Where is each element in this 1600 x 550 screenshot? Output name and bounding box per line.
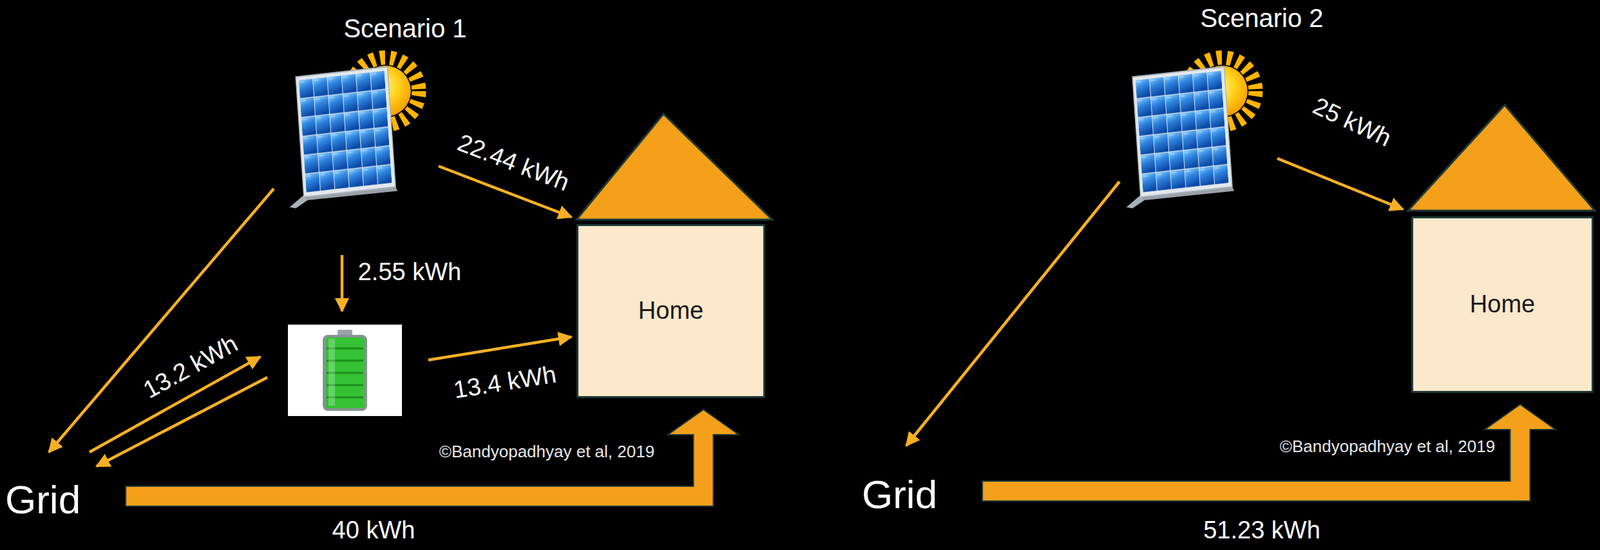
flow-arrow: [48, 188, 274, 453]
roof: [576, 114, 773, 220]
solar-panel: [289, 57, 420, 209]
flow-value: 13.4 kWh: [451, 360, 558, 405]
home-box: Home: [576, 224, 766, 399]
grid-supply-arrow: [125, 409, 739, 507]
battery-shine: [328, 338, 335, 406]
grid-node: Grid: [5, 476, 81, 523]
node-text: Grid: [861, 471, 938, 518]
energy-flow-arrows: [48, 166, 572, 467]
flow-value: 40 kWh: [332, 516, 416, 545]
scenario-heading: Scenario 1: [343, 13, 467, 44]
flow-value: 51.23 kWh: [1203, 516, 1321, 545]
roof: [1408, 104, 1595, 211]
flow-value: 22.44 kWh: [453, 128, 573, 198]
flow-value: 13.2 kWh: [138, 329, 243, 405]
energy-flow-arrows: [906, 158, 1403, 446]
solar-panel: [1126, 57, 1257, 209]
flow-value: 2.55 kWh: [358, 258, 462, 287]
grid-supply-arrow: [982, 404, 1556, 502]
copyright-note: ©Bandyopadhyay et al, 2019: [439, 442, 655, 462]
flow-arrow: [96, 377, 268, 467]
flow-arrow: [906, 181, 1120, 446]
scenario-heading: Scenario 2: [1200, 3, 1324, 33]
node-text: Grid: [5, 476, 81, 523]
flow-arrow: [428, 336, 572, 361]
node-text: Home: [638, 296, 704, 326]
battery-body: [323, 336, 366, 410]
battery-icon: [287, 324, 402, 417]
flow-arrow: [340, 255, 344, 312]
flow-value: 25 kWh: [1308, 92, 1396, 153]
battery-tile: [287, 324, 402, 417]
flow-arrow: [1277, 158, 1403, 210]
home-box: Home: [1411, 216, 1594, 393]
copyright-note: ©Bandyopadhyay et al, 2019: [1279, 437, 1496, 457]
node-text: Home: [1469, 290, 1535, 319]
grid-node: Grid: [861, 471, 938, 518]
